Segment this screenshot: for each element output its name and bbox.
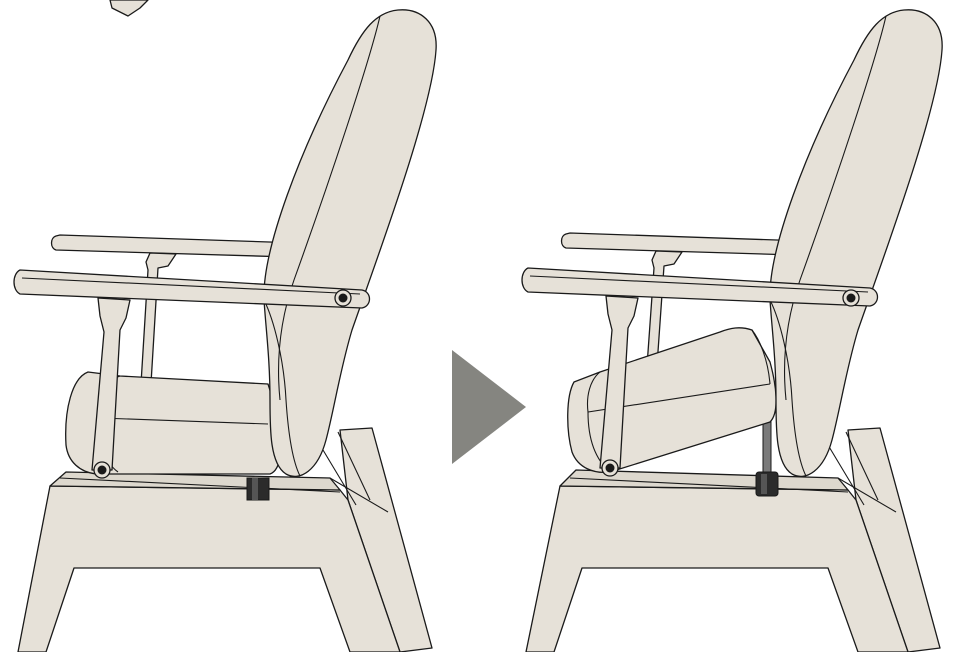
backrest <box>770 10 942 477</box>
cropped-fragment <box>110 0 148 16</box>
chair-seat-raised <box>522 10 942 652</box>
pivot-bolt-icon <box>602 460 618 476</box>
pivot-bolt-icon <box>843 290 859 306</box>
arrow-right-icon <box>452 350 526 464</box>
pivot-bolt-icon <box>94 462 110 478</box>
gas-spring-icon <box>756 420 778 496</box>
seat-cushion <box>568 328 776 473</box>
backrest <box>264 10 436 477</box>
chair-seat-lowered <box>14 10 436 652</box>
gas-spring-icon <box>247 478 269 500</box>
pivot-bolt-icon <box>335 290 351 306</box>
